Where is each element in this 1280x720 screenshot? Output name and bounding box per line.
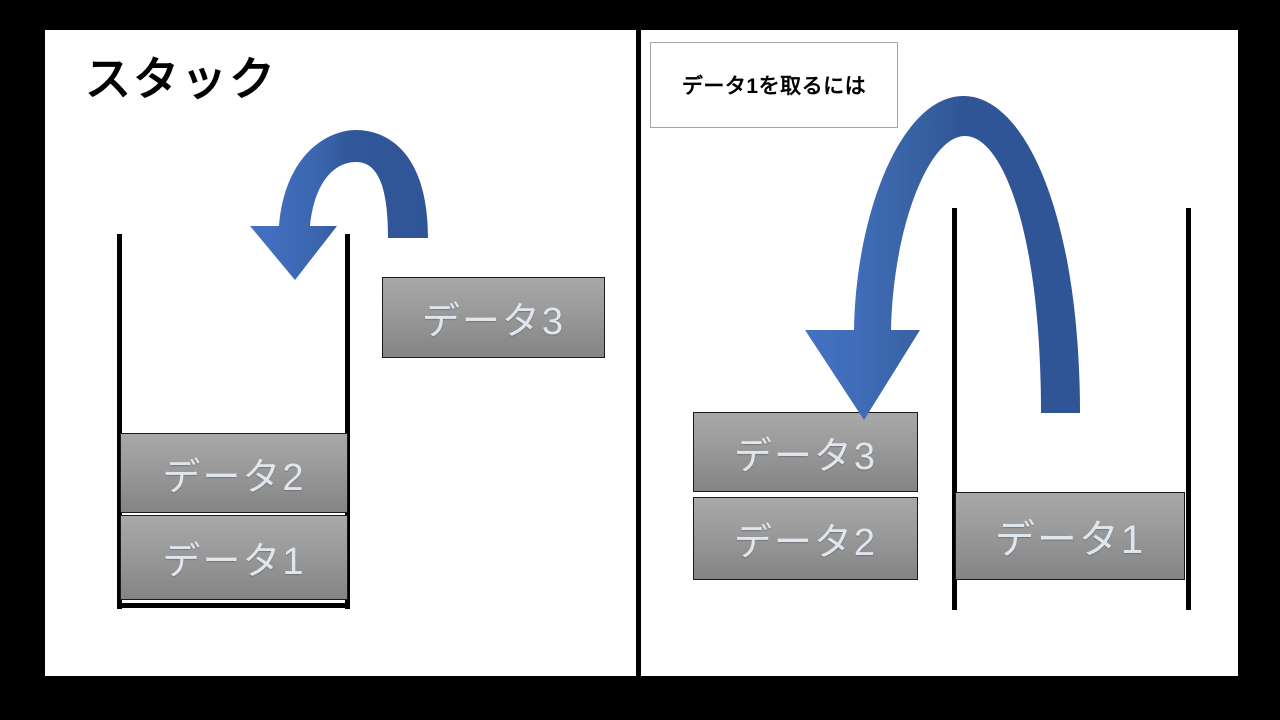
panel-divider [636,30,641,676]
remaining-block-data1[interactable]: データ1 [955,492,1185,580]
stack-floor [117,603,350,608]
incoming-block-data3-label: データ3 [421,301,566,343]
stack-block-data1-label: データ1 [162,541,306,583]
stack-block-data1[interactable]: データ1 [120,515,348,600]
stack-block-data2-label: データ2 [162,456,306,499]
push-arrow-shape [250,130,428,280]
caption-label: データ1を取るには [681,75,867,98]
removed-block-data2-label: データ2 [733,522,878,564]
removed-block-data2[interactable]: データ2 [693,497,918,580]
removed-block-data3[interactable]: データ3 [693,412,918,492]
stack-right-wall [345,234,350,609]
left-panel: スタック データ2 データ1 データ3 [45,30,638,676]
source-stack-right-wall [1186,208,1191,610]
page-title: スタック [85,53,277,105]
pop-arrow-shape [805,95,1080,420]
removed-block-data3-label: データ3 [733,435,878,478]
stack-left-wall [117,234,122,609]
caption-box: データ1を取るには [650,42,898,128]
incoming-block-data3[interactable]: データ3 [382,277,605,358]
right-panel: データ1を取るには データ3 データ2 データ1 [641,30,1238,676]
remaining-block-data1-label: データ1 [994,518,1146,562]
stack-block-data2[interactable]: データ2 [120,433,348,513]
